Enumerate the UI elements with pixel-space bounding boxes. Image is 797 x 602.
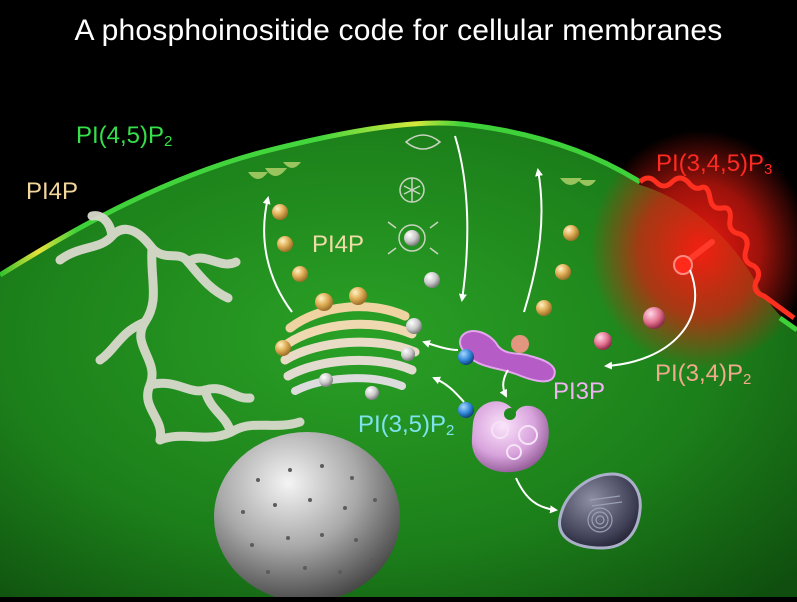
trafficking-arrows bbox=[262, 135, 697, 514]
pi35p2-dot-2 bbox=[458, 402, 474, 418]
lysosome bbox=[558, 472, 642, 550]
mvb-bud bbox=[504, 408, 516, 420]
membrane-buds bbox=[248, 162, 596, 186]
coated-vesicle-core bbox=[404, 230, 420, 246]
coated-vesicles bbox=[387, 134, 442, 255]
pi3p-vesicle bbox=[511, 335, 529, 353]
golgi-apparatus bbox=[280, 302, 420, 395]
label-pi4p-membrane: PI4P bbox=[26, 178, 79, 205]
nuclear-pores bbox=[241, 464, 377, 574]
pip3-receptor-head bbox=[673, 255, 693, 275]
pink-vesicle-1 bbox=[594, 332, 612, 350]
plasma-membrane-ruffled bbox=[638, 175, 796, 321]
label-pi345p3: PI(3,4,5)P3 bbox=[656, 150, 773, 178]
endoplasmic-reticulum bbox=[55, 211, 305, 445]
pi35p2-dot-1 bbox=[458, 349, 474, 365]
pi4p-vesicles bbox=[272, 204, 579, 356]
multivesicular-body bbox=[471, 401, 549, 473]
intraluminal-vesicles bbox=[491, 421, 538, 460]
nucleus bbox=[214, 432, 400, 602]
label-pi34p2: PI(3,4)P2 bbox=[655, 360, 752, 388]
pip3-glow bbox=[590, 130, 797, 370]
plasma-membrane bbox=[0, 120, 642, 278]
label-pi3p: PI3P bbox=[553, 378, 606, 405]
label-pi45p2: PI(4,5)P2 bbox=[76, 122, 173, 150]
membrane-edge-right bbox=[778, 315, 797, 333]
label-pi35p2: PI(3,5)P2 bbox=[358, 411, 455, 439]
lysosome-whorl bbox=[587, 495, 623, 533]
pink-vesicle-2 bbox=[643, 307, 665, 329]
grey-vesicles bbox=[319, 272, 440, 400]
diagram-title: A phosphoinositide code for cellular mem… bbox=[74, 14, 723, 47]
label-pi4p-golgi: PI4P bbox=[312, 231, 365, 258]
